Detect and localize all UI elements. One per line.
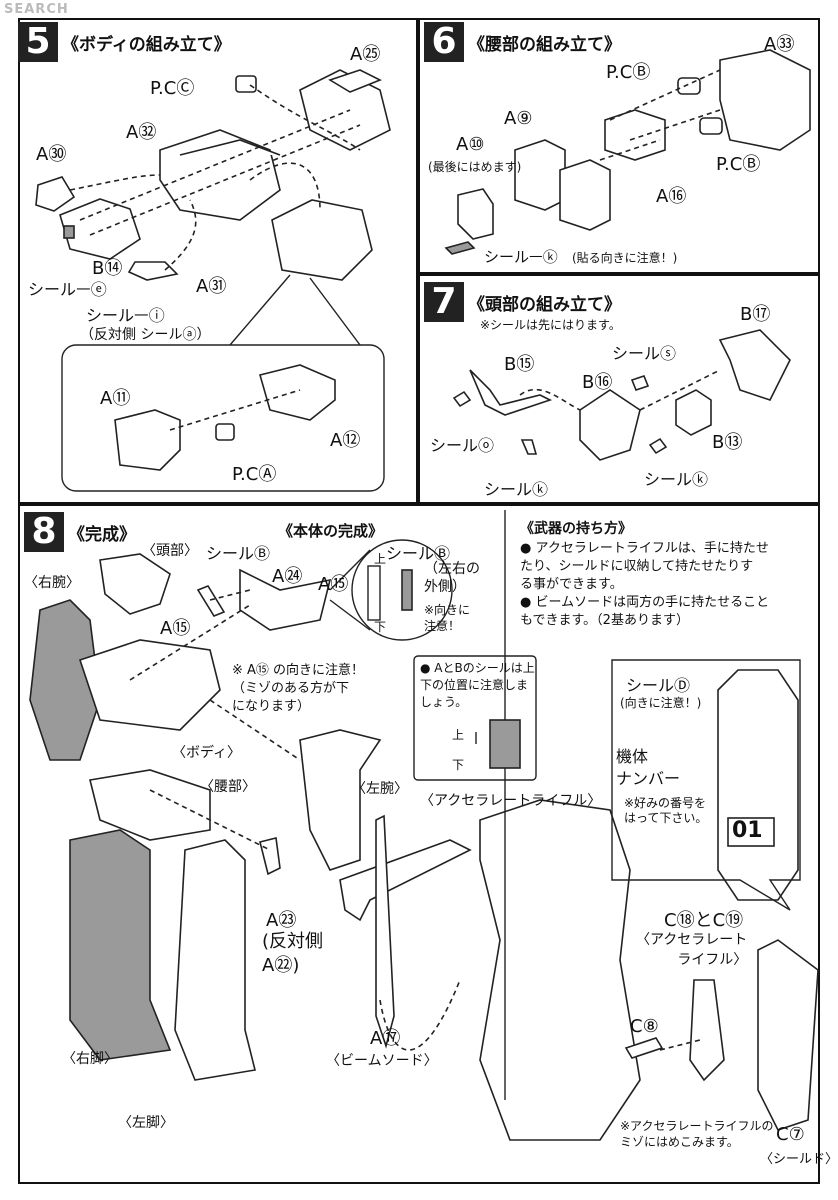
- label-b14: B⑭: [92, 258, 123, 279]
- step8-subtitle: 《本体の完成》: [278, 522, 384, 540]
- shield-seal-d-note: (向きに注意！): [620, 696, 702, 710]
- label-pca: P.CⒶ: [232, 464, 277, 485]
- label-seal-ka: シールⓚ: [484, 480, 549, 499]
- label-seal-ku: シールⓚ: [644, 470, 709, 489]
- label-a12: A⑫: [330, 430, 361, 451]
- label-a16: A⑯: [656, 186, 687, 207]
- label-a10: A⑩: [456, 134, 485, 155]
- label-c8: C⑧: [630, 1016, 659, 1037]
- label-seal-e: シールㅡⓔ: [28, 280, 107, 299]
- label-seal-ki: シールㅡⓚ: [484, 248, 558, 266]
- label-seal-i: シールㅡⓘ: [86, 306, 165, 325]
- label-seal-o: シールⓞ: [430, 436, 495, 455]
- seal-position-note: ● AとBのシールは上 下の位置に注意しま しょう。: [420, 661, 535, 709]
- step6-number: 6: [424, 22, 464, 62]
- step8-panel: [18, 504, 820, 1184]
- label-a32: A㉜: [126, 122, 157, 143]
- label-b13: B⑬: [712, 432, 743, 453]
- a15-warning: ※ A⑮ の向きに注意！ （ミゾのある方が下 になります）: [232, 663, 365, 714]
- label-a15-main: A⑮: [318, 574, 349, 595]
- machine-number: 01: [732, 818, 763, 843]
- step5-drawing: [35, 69, 391, 492]
- label-right-arm: 〈右腕〉: [24, 575, 80, 591]
- label-pcb-top: P.CⒷ: [606, 62, 651, 83]
- label-pcb-right: P.CⒷ: [716, 154, 761, 175]
- callout-warning: ※向きに 注意！: [424, 603, 471, 633]
- step7-note: ※シールは先にはります。: [480, 318, 621, 332]
- label-seal-b: シールⒷ: [206, 544, 271, 563]
- step7-title: 《頭部の組み立て》: [468, 295, 621, 315]
- step6-drawing: [444, 49, 811, 255]
- label-b15: B⑮: [504, 354, 535, 375]
- rifle-note: ※アクセラレートライフルの ミゾにはめこみます。: [620, 1119, 774, 1149]
- step7-number: 7: [424, 282, 464, 322]
- weapons-title: 《武器の持ち方》: [520, 521, 632, 537]
- step8-number: 8: [24, 512, 64, 552]
- label-a17: A⑰: [370, 1028, 401, 1049]
- callout-seal-b: シールⒷ: [386, 544, 451, 563]
- step6-title: 《腰部の組み立て》: [468, 35, 621, 55]
- callout-down: 下: [374, 620, 387, 634]
- label-head: 〈頭部〉: [142, 543, 198, 559]
- label-c18-c19: C⑱とC⑲: [664, 910, 744, 931]
- step5-number: 5: [18, 22, 58, 62]
- label-a9: A⑨: [504, 108, 533, 129]
- label-waist: 〈腰部〉: [200, 779, 256, 795]
- label-right-leg: 〈右脚〉: [62, 1051, 118, 1067]
- label-seal-ki-note: (貼る向きに注意！): [572, 251, 678, 265]
- label-beam-sword: 〈ビームソード〉: [326, 1053, 438, 1069]
- label-a30: A㉚: [36, 144, 67, 165]
- label-a11: A⑪: [100, 388, 131, 409]
- machine-number-note: ※好みの番号を はって下さい。: [624, 796, 708, 825]
- label-b16: B⑯: [582, 372, 613, 393]
- label-rifle: 〈アクセラレートライフル〉: [420, 793, 602, 809]
- callout-up: 上: [374, 552, 387, 566]
- label-a10-note: (最後にはめます): [428, 160, 522, 174]
- seal-position-down: 下: [452, 758, 465, 772]
- label-a33: A㉝: [764, 34, 795, 55]
- label-pcc: P.CⒸ: [150, 78, 195, 99]
- weapons-bullet-2: ● ビームソードは両方の手に持たせること もできます。（2基あります）: [520, 595, 770, 628]
- step8-drawing: [29, 510, 819, 1141]
- shield-seal-d: シールⒹ: [626, 676, 691, 695]
- label-a15-left: A⑮: [160, 618, 191, 639]
- callout-side: （左右の 外側）: [424, 561, 480, 595]
- label-c7: C⑦: [776, 1124, 805, 1145]
- step8-title: 《完成》: [68, 525, 136, 545]
- label-b17: B⑰: [740, 304, 771, 325]
- label-a25: A㉕: [350, 44, 381, 65]
- label-a24: A㉔: [272, 566, 303, 587]
- seal-position-up: 上: [452, 728, 465, 742]
- label-seal-opposite: （反対側 シールⓐ）: [80, 327, 211, 343]
- machine-number-label: 機体 ナンバー: [616, 747, 681, 788]
- weapons-bullet-1: ● アクセラレートライフルは、手に持たせ たり、シールドに収納して持たせたりす …: [520, 541, 769, 592]
- label-left-arm: 〈左腕〉: [352, 781, 408, 797]
- label-seal-sa: シールⓢ: [612, 344, 677, 363]
- label-a23: A㉓: [266, 910, 297, 931]
- label-a31: A㉛: [196, 276, 227, 297]
- label-left-leg: 〈左脚〉: [118, 1115, 174, 1131]
- label-c18-c19-sub: 〈アクセラレート ライフル〉: [636, 932, 748, 968]
- step7-drawing: [452, 329, 791, 461]
- label-body: 〈ボディ〉: [172, 745, 242, 761]
- step5-title: 《ボディの組み立て》: [62, 35, 231, 55]
- label-shield: 〈シールド〉: [760, 1152, 838, 1167]
- label-a22-opposite: (反対側 A㉒): [262, 931, 324, 976]
- watermark: SEARCH: [4, 2, 69, 17]
